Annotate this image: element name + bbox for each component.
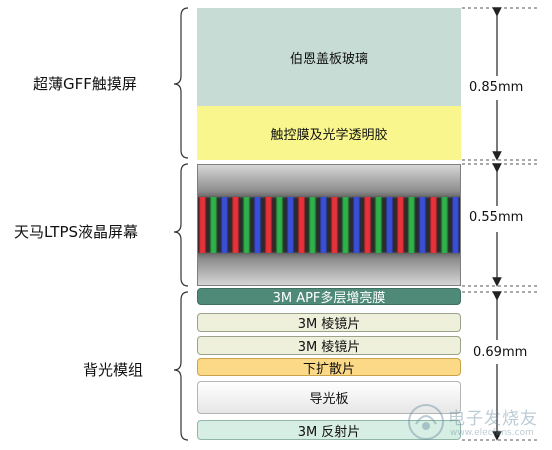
lcd-subpixel: [385, 197, 394, 253]
lcd-subpixel: [418, 197, 427, 253]
layer-diffuser-sheet: 下扩散片: [197, 358, 461, 377]
lcd-subpixel: [231, 197, 240, 253]
group-label-lcd: 天马LTPS液晶屏幕: [14, 223, 139, 241]
lcd-subpixel: [297, 197, 306, 253]
thickness-touchscreen: 0.85mm: [469, 80, 524, 95]
brace-backlight: [173, 291, 189, 441]
lcd-subpixel: [341, 197, 350, 253]
watermark: 电子发烧友 www.elecfans.com: [406, 402, 548, 444]
watermark-text: 电子发烧友: [448, 409, 538, 429]
lcd-subpixel: [451, 197, 460, 253]
lcd-subpixel: [308, 197, 317, 253]
layer-reflector-sheet: 3M 反射片: [197, 420, 461, 440]
layer-prism-sheet-1: 3M 棱镜片: [197, 313, 461, 332]
lcd-subpixel: [209, 197, 218, 253]
lcd-subpixel: [363, 197, 372, 253]
thickness-backlight: 0.69mm: [473, 345, 528, 360]
layer-lcd-panel: [197, 164, 461, 286]
lcd-subpixel: [264, 197, 273, 253]
brace-lcd: [173, 163, 189, 287]
group-label-touchscreen: 超薄GFF触摸屏: [33, 75, 137, 93]
layer-apf-film: 3M APF多层增亮膜: [197, 288, 461, 306]
group-label-backlight: 背光模组: [83, 361, 144, 379]
electron-fans-logo-icon: [408, 404, 444, 440]
lcd-subpixel: [374, 197, 383, 253]
lcd-subpixel-strip: [198, 197, 460, 253]
thickness-lcd: 0.55mm: [469, 210, 524, 225]
lcd-subpixel: [253, 197, 262, 253]
lcd-subpixel: [330, 197, 339, 253]
watermark-url: www.elecfans.com: [450, 428, 534, 438]
lcd-subpixel: [407, 197, 416, 253]
lcd-subpixel: [220, 197, 229, 253]
brace-touchscreen: [173, 7, 189, 159]
layer-light-guide-plate: 导光板: [197, 381, 461, 414]
layer-cover-glass: 伯恩盖板玻璃: [197, 8, 461, 106]
lcd-subpixel: [275, 197, 284, 253]
lcd-subpixel: [396, 197, 405, 253]
layer-touch-film-oca: 触控膜及光学透明胶: [197, 106, 461, 160]
lcd-subpixel: [286, 197, 295, 253]
lcd-subpixel: [242, 197, 251, 253]
lcd-subpixel: [429, 197, 438, 253]
layer-prism-sheet-2: 3M 棱镜片: [197, 336, 461, 355]
lcd-subpixel: [198, 197, 207, 253]
lcd-subpixel: [352, 197, 361, 253]
lcd-subpixel: [319, 197, 328, 253]
lcd-subpixel: [440, 197, 449, 253]
